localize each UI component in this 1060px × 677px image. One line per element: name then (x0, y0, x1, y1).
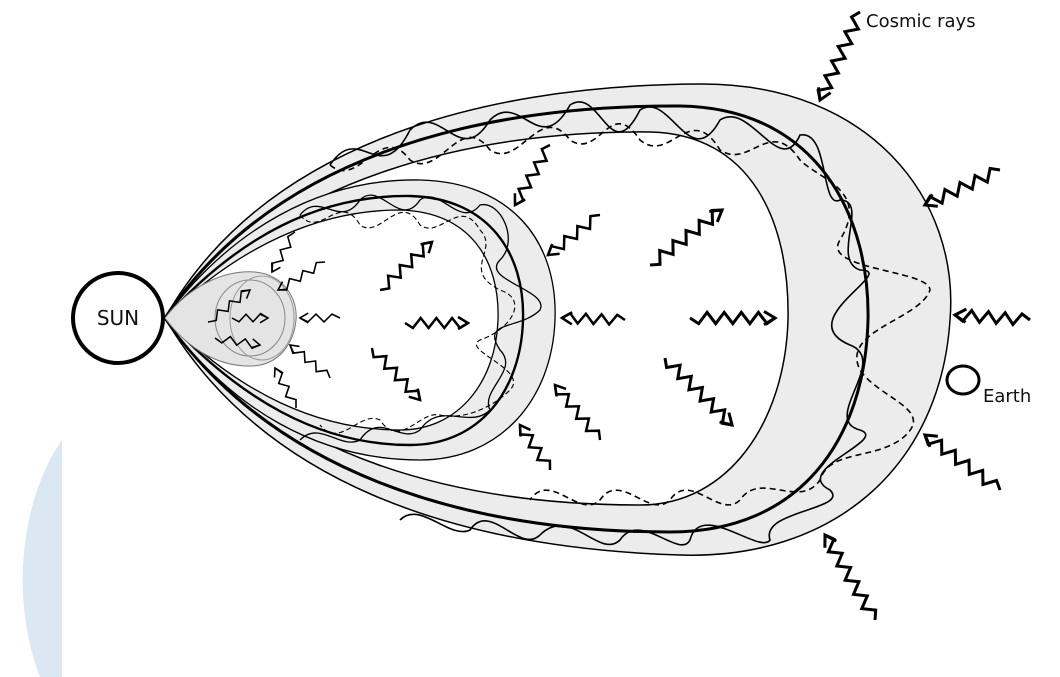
cosmic-ray-arrow (825, 535, 876, 620)
sun-label: SUN (97, 306, 139, 330)
cosmic-ray-arrowhead (955, 309, 966, 322)
earth-label: Earth (983, 386, 1031, 407)
cosmic-ray-arrow (818, 12, 860, 100)
cosmic-ray-arrow (955, 311, 1030, 325)
cosmic-ray-arrow (925, 168, 1000, 205)
sun: SUN (73, 273, 163, 363)
cosmic-ray-arrow (925, 435, 1000, 490)
background-crescent (23, 440, 62, 677)
earth: Earth (947, 366, 1031, 407)
cosmic-rays-label: Cosmic rays (866, 11, 976, 32)
